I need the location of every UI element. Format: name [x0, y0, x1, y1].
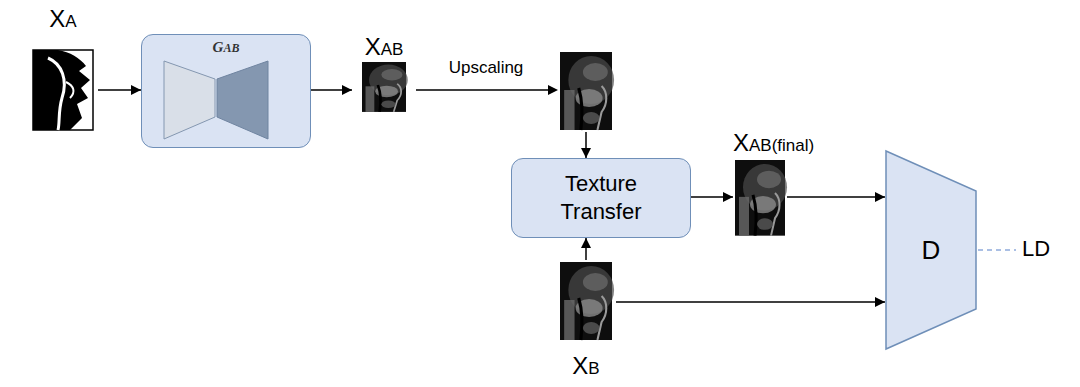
- mri-image-final: [735, 160, 787, 236]
- mri-image-real: [560, 262, 614, 340]
- node-text: D: [922, 235, 941, 266]
- mri-image-upscaled: [560, 52, 614, 130]
- mask-image: [33, 50, 93, 130]
- node-text: GAB: [142, 35, 310, 56]
- arrow-head: [548, 85, 558, 95]
- decoder-shape: [217, 61, 268, 139]
- arrow-connector: [416, 90, 586, 158]
- edge-label: Upscaling: [447, 58, 526, 78]
- node-text: XB: [556, 353, 616, 382]
- node-text: XA: [28, 6, 98, 35]
- arrow-connector: [616, 301, 885, 303]
- arrow-connector: [311, 89, 352, 91]
- output-image: XAB: [352, 34, 416, 114]
- arrow-connector: [691, 196, 733, 198]
- node-text: Texture Transfer: [522, 170, 680, 226]
- discriminator-outline: [886, 151, 976, 349]
- final-image: XAB(final): [733, 130, 787, 238]
- input-image: XA: [28, 6, 98, 132]
- arrow-connector: [98, 89, 141, 91]
- mri-image-small: [362, 62, 408, 112]
- node-text: XAB: [352, 34, 416, 63]
- loss-leader-line: [978, 249, 1016, 251]
- process-box: Texture Transfer: [511, 158, 691, 238]
- discriminator-shape: D: [885, 150, 977, 350]
- generator-box: GAB: [141, 34, 311, 148]
- arrow-connector: [787, 196, 885, 198]
- arrow-connector: [585, 238, 587, 260]
- encoder-shape: [164, 61, 215, 139]
- real-image: XB: [556, 260, 616, 382]
- node-text: XAB(final): [733, 130, 787, 159]
- loss-label: LD: [1022, 236, 1050, 262]
